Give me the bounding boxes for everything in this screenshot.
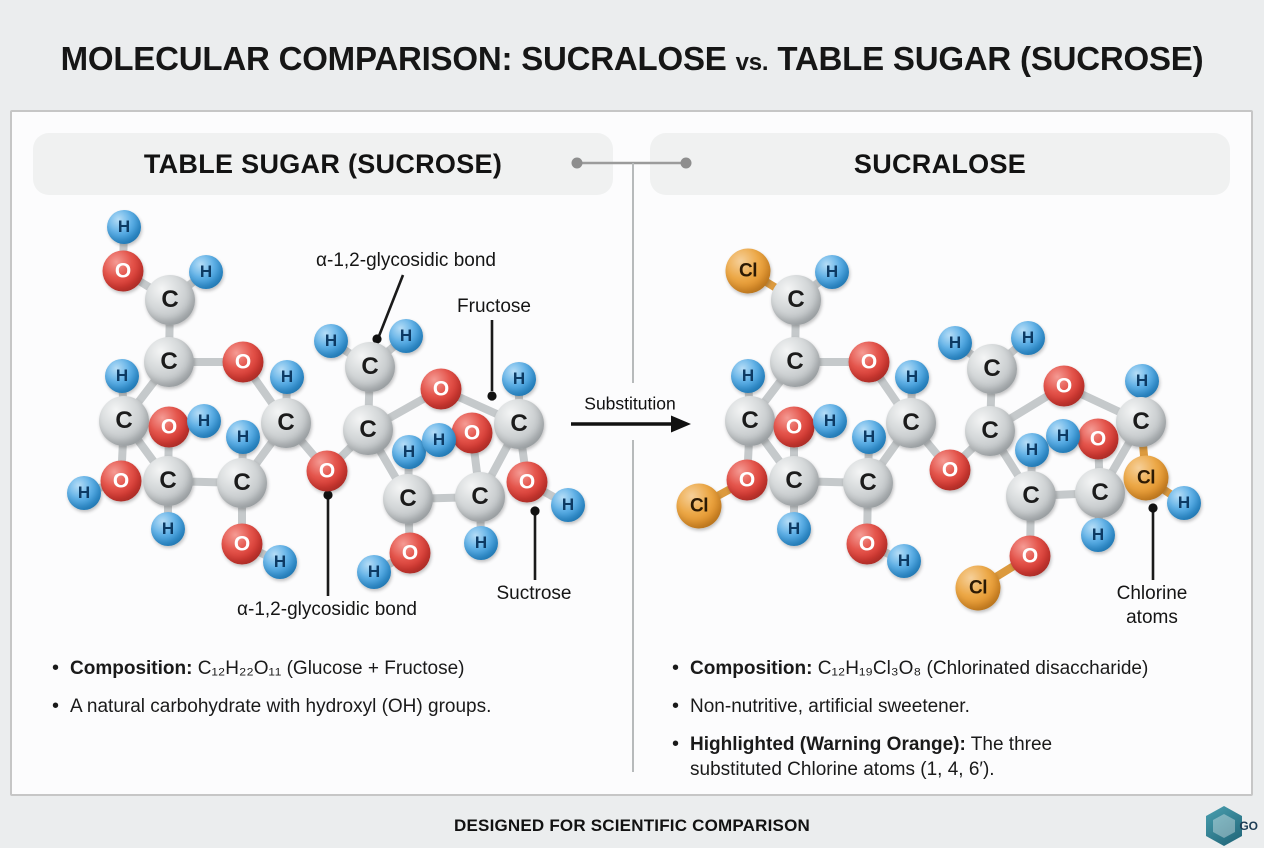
title-part-1: MOLECULAR COMPARISON: SUCRALOSE bbox=[60, 40, 727, 77]
bullet-rest: Non-nutritive, artificial sweetener. bbox=[690, 696, 970, 717]
main-title: MOLECULAR COMPARISON: SUCRALOSE vs. TABL… bbox=[0, 40, 1264, 78]
right-panel-title: SUCRALOSE bbox=[853, 148, 1027, 179]
hexagon-logo-icon bbox=[1206, 806, 1242, 846]
bullet-item: Non-nutritive, artificial sweetener. bbox=[672, 694, 1237, 719]
logo-text: GO bbox=[1239, 819, 1258, 833]
bullet-text: Composition: C₁₂H₁₉Cl₃O₈ (Chlorinated di… bbox=[690, 656, 1148, 681]
title-part-2: TABLE SUGAR (SUCROSE) bbox=[777, 40, 1204, 77]
left-panel-header: TABLE SUGAR (SUCROSE) bbox=[33, 133, 613, 195]
bullet-item: Composition: C₁₂H₁₉Cl₃O₈ (Chlorinated di… bbox=[672, 656, 1237, 681]
bullet-rest: C₁₂H₁₉Cl₃O₈ (Chlorinated disaccharide) bbox=[812, 658, 1149, 679]
left-panel-notes: Composition: C₁₂H₂₂O₁₁ (Glucose + Fructo… bbox=[52, 656, 627, 732]
title-vs: vs. bbox=[735, 49, 769, 76]
bullet-item: Highlighted (Warning Orange): The three … bbox=[672, 732, 1237, 782]
bullet-item: A natural carbohydrate with hydroxyl (OH… bbox=[52, 694, 627, 719]
bullet-text: Highlighted (Warning Orange): The three … bbox=[690, 732, 1130, 782]
bullet-bold: Highlighted (Warning Orange): bbox=[690, 734, 966, 755]
substitution-label: Substitution bbox=[584, 393, 676, 414]
left-panel-title: TABLE SUGAR (SUCROSE) bbox=[143, 148, 503, 179]
bullet-bold: Composition: bbox=[690, 658, 813, 679]
bullet-rest: C₁₂H₂₂O₁₁ (Glucose + Fructose) bbox=[192, 658, 465, 679]
bullet-item: Composition: C₁₂H₂₂O₁₁ (Glucose + Fructo… bbox=[52, 656, 627, 681]
bullet-rest: The three substituted Chlorine atoms (1,… bbox=[690, 734, 1053, 780]
right-panel-header: SUCRALOSE bbox=[650, 133, 1230, 195]
bullet-rest: A natural carbohydrate with hydroxyl (OH… bbox=[70, 696, 492, 717]
bullet-bold: Composition: bbox=[70, 658, 193, 679]
brand-logo: GO bbox=[1204, 806, 1258, 846]
bullet-text: Composition: C₁₂H₂₂O₁₁ (Glucose + Fructo… bbox=[70, 656, 465, 681]
bullet-text: Non-nutritive, artificial sweetener. bbox=[690, 694, 970, 719]
bullet-text: A natural carbohydrate with hydroxyl (OH… bbox=[70, 694, 491, 719]
right-panel-notes: Composition: C₁₂H₁₉Cl₃O₈ (Chlorinated di… bbox=[672, 656, 1237, 795]
footer-caption: DESIGNED FOR SCIENTIFIC COMPARISON bbox=[454, 816, 810, 835]
